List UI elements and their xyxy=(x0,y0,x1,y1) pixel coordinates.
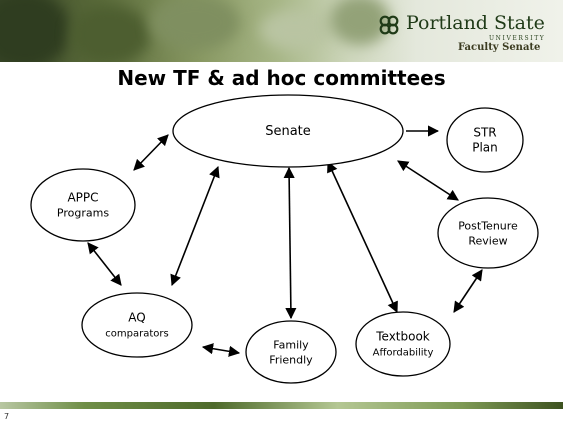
edge-senate-appc xyxy=(133,134,169,171)
footer-bar xyxy=(0,402,563,409)
edge-senate-aq xyxy=(170,165,220,287)
node-family-label-0: Family xyxy=(273,339,309,352)
banner-foliage-shape xyxy=(70,5,150,62)
node-posttenure-label-0: PostTenure xyxy=(458,220,518,233)
node-textbook-ellipse xyxy=(355,311,451,377)
edge-senate-family xyxy=(283,166,297,320)
node-str-label-1: Plan xyxy=(472,141,498,155)
edge-aq-family xyxy=(201,343,241,357)
edge-senate-textbook xyxy=(327,160,398,314)
node-senate: Senate xyxy=(172,94,404,168)
psu-logo-icon xyxy=(379,15,399,35)
banner-foliage-shape xyxy=(150,0,240,50)
page-number: 7 xyxy=(4,412,10,421)
node-appc-ellipse xyxy=(30,168,136,242)
banner-foliage-shape xyxy=(260,10,330,50)
node-family-label-1: Friendly xyxy=(269,354,313,367)
edge-appc-aq xyxy=(87,242,122,286)
node-aq-label-0: AQ xyxy=(128,311,145,325)
logo-faculty-senate: Faculty Senate xyxy=(458,42,541,53)
header-banner: Portland State UNIVERSITY Faculty Senate xyxy=(0,0,563,62)
node-appc-label-0: APPC xyxy=(67,191,98,205)
node-aq-ellipse xyxy=(81,292,193,358)
node-aq: AQ comparators xyxy=(81,292,193,358)
logo-university-word: UNIVERSITY xyxy=(489,35,546,42)
node-senate-ellipse xyxy=(172,94,404,168)
node-textbook-label-0: Textbook xyxy=(375,330,430,344)
node-posttenure-label-1: Review xyxy=(468,235,507,248)
node-appc-label-1: Programs xyxy=(57,207,109,220)
logo-university-name: Portland State xyxy=(406,12,545,34)
edges-layer xyxy=(87,125,483,357)
university-logo: Portland State UNIVERSITY Faculty Senate xyxy=(378,8,553,60)
node-appc: APPC Programs xyxy=(30,168,136,242)
banner-foliage-shape xyxy=(0,0,70,62)
node-senate-label-0: Senate xyxy=(265,124,311,139)
edge-textbook-posttenure xyxy=(453,269,483,313)
node-posttenure-ellipse xyxy=(437,197,539,269)
node-family-ellipse xyxy=(245,320,337,384)
node-str-ellipse xyxy=(446,107,524,173)
node-textbook-label-1: Affordability xyxy=(373,348,434,359)
node-str-label-0: STR xyxy=(473,126,496,140)
node-aq-label-1: comparators xyxy=(105,329,168,340)
edge-senate-posttenure xyxy=(397,160,459,201)
slide-title: New TF & ad hoc committees xyxy=(117,66,446,90)
